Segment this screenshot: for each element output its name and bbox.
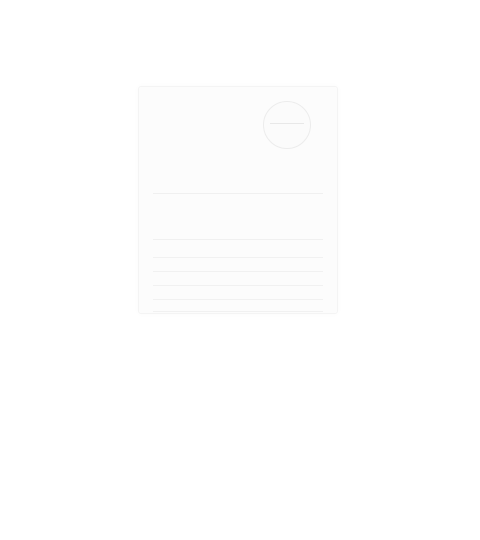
card-divider-mid bbox=[153, 239, 323, 240]
badge-divider bbox=[270, 123, 304, 124]
faded-info-card bbox=[138, 86, 338, 314]
info-row bbox=[153, 257, 323, 272]
info-row bbox=[153, 271, 323, 286]
card-divider-top bbox=[153, 193, 323, 194]
info-row bbox=[153, 285, 323, 300]
info-row bbox=[153, 297, 323, 312]
seal-badge-icon bbox=[263, 101, 311, 149]
info-row bbox=[153, 243, 323, 258]
